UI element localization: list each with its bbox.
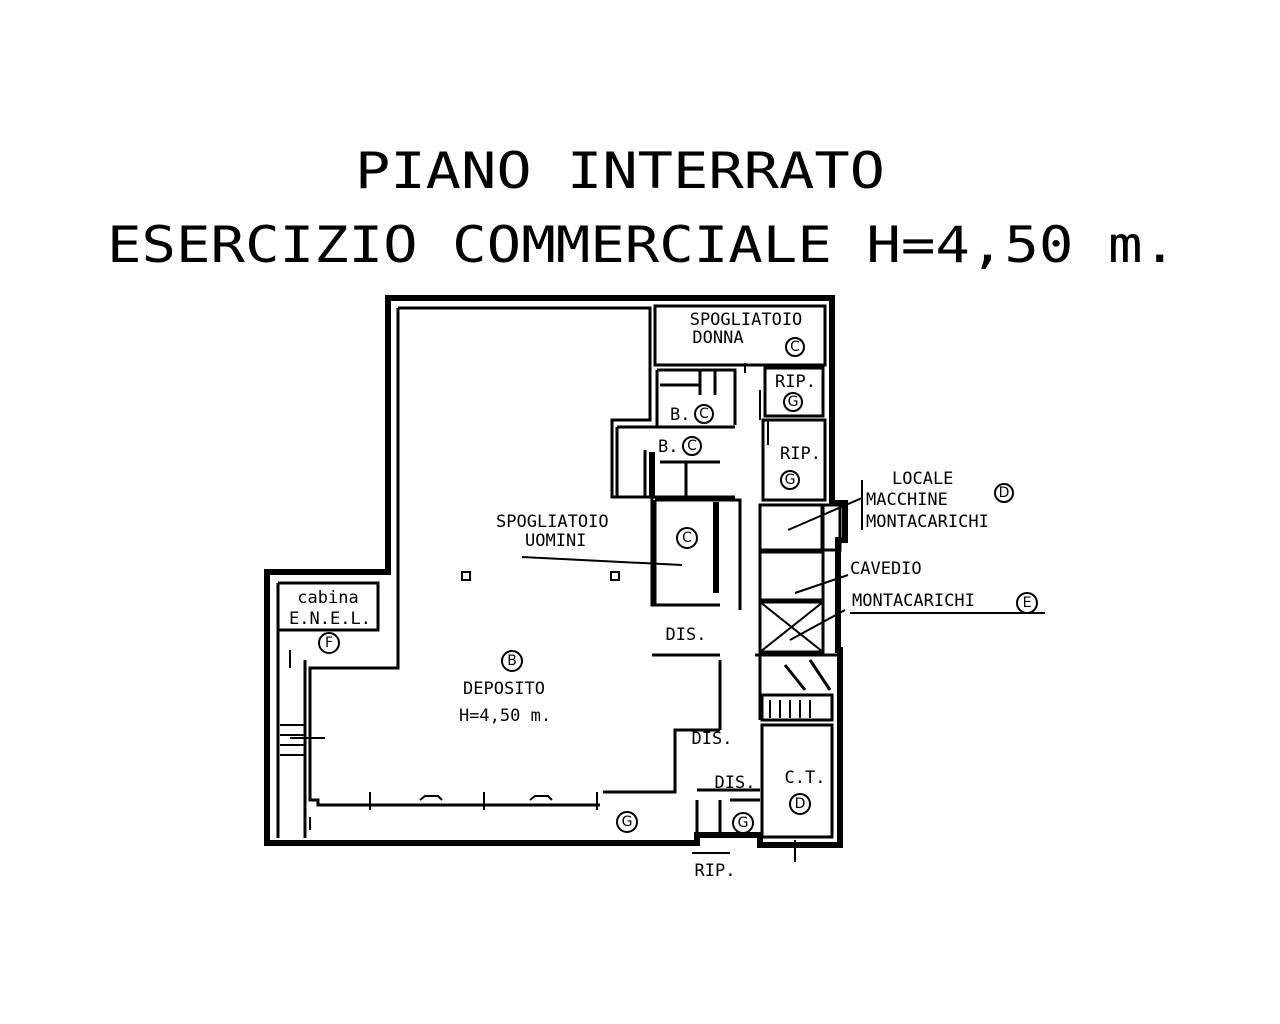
room-rip-mid: RIP. G [780, 444, 821, 490]
room-code: G [788, 394, 799, 410]
room-name: MACCHINE [866, 490, 948, 510]
room-code: D [795, 796, 806, 812]
room-name: B. [670, 405, 690, 425]
room-name: RIP. [695, 861, 736, 881]
room-code: G [785, 472, 796, 488]
room-dis-2: DIS. [692, 729, 733, 749]
room-dis-3: DIS. [715, 773, 756, 793]
room-rip-top: RIP. G [775, 372, 816, 412]
room-bagno-1: B. C [670, 404, 714, 425]
room-dis-1: DIS. [666, 625, 707, 645]
room-name: B. [658, 437, 678, 457]
room-locale-macchine: LOCALE MACCHINE MONTACARICHI D [866, 469, 1014, 532]
service-walls [280, 304, 1045, 862]
room-bagno-2: B. C [658, 436, 702, 457]
room-code: G [622, 814, 633, 830]
room-name: DONNA [692, 328, 743, 348]
room-name: RIP. [780, 444, 821, 464]
room-name: DIS. [692, 729, 733, 749]
room-code: C [699, 406, 709, 422]
room-name: LOCALE [892, 469, 953, 489]
room-code: B [507, 653, 517, 669]
room-name: DIS. [715, 773, 756, 793]
room-code: C [682, 530, 692, 546]
room-name: MONTACARICHI [852, 591, 975, 611]
room-deposito: B DEPOSITO H=4,50 m. [459, 650, 551, 726]
room-code: F [325, 635, 333, 651]
room-name: DEPOSITO [463, 679, 545, 699]
outer-walls [264, 295, 848, 848]
room-name: E.N.E.L. [289, 609, 371, 629]
room-name: SPOGLIATOIO [690, 310, 803, 330]
corridor-code: G [616, 811, 638, 833]
room-name: SPOGLIATOIO [496, 512, 609, 532]
room-name: RIP. [775, 372, 816, 392]
room-name: C.T. [785, 768, 826, 788]
room-spogliatoio-uomini: SPOGLIATOIO UOMINI C [496, 512, 698, 551]
room-name: UOMINI [525, 531, 586, 551]
room-name: CAVEDIO [850, 559, 922, 579]
plan-subtitle: ESERCIZIO COMMERCIALE H=4,50 m. [107, 216, 1177, 274]
room-code: C [790, 339, 800, 355]
room-code: G [738, 815, 749, 831]
room-code: E [1023, 595, 1032, 611]
room-spogliatoio-donna: SPOGLIATOIO DONNA C [690, 310, 805, 357]
room-name: cabina [297, 588, 358, 608]
room-name: H=4,50 m. [459, 706, 551, 726]
room-ct: C.T. D [785, 768, 826, 815]
room-rip-small: G [732, 812, 754, 834]
room-cavedio: CAVEDIO MONTACARICHI E [850, 559, 1038, 614]
room-code: D [999, 485, 1010, 501]
room-name: DIS. [666, 625, 707, 645]
room-rip-bottom: RIP. [695, 861, 736, 881]
room-name: MONTACARICHI [866, 512, 989, 532]
room-cabina-enel: cabina E.N.E.L. F [289, 588, 371, 654]
room-code: C [687, 438, 697, 454]
plan-title: PIANO INTERRATO [355, 142, 885, 200]
